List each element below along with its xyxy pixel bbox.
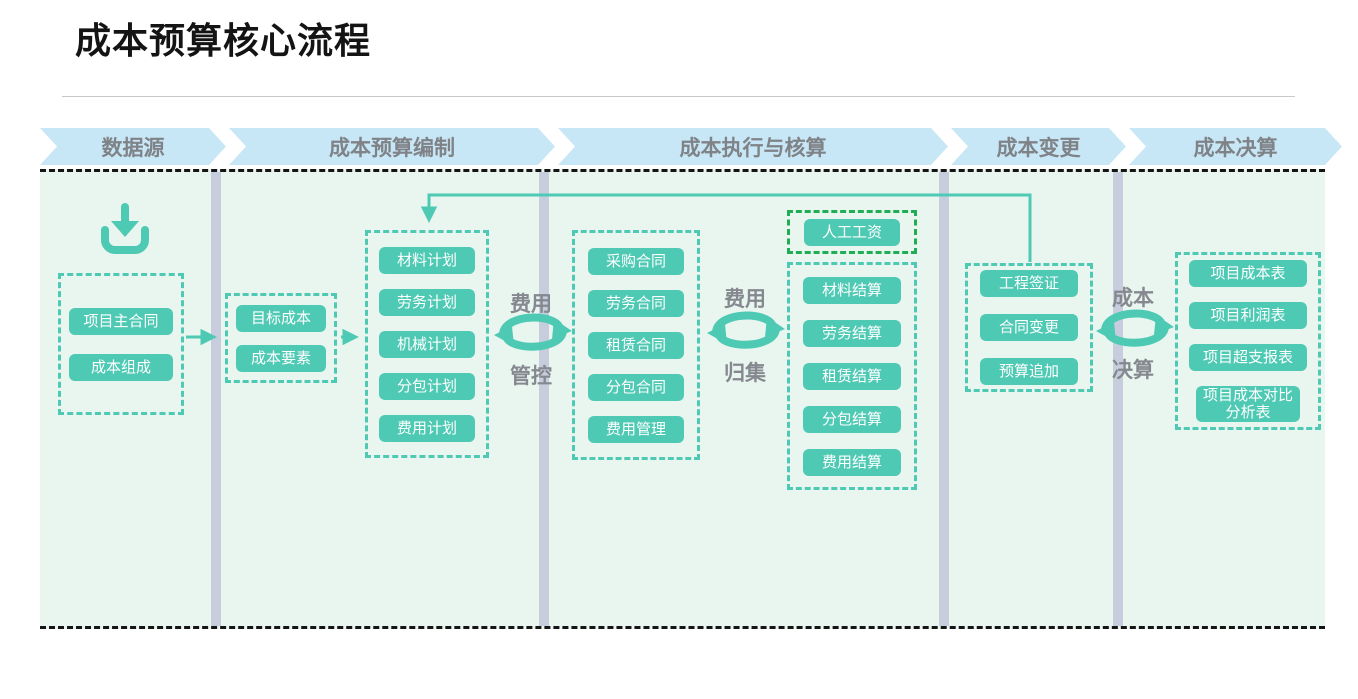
plan-group-box: 材料计划 劳务计划 机械计划 分包计划 费用计划 [365,230,489,458]
flow-node: 预算追加 [980,358,1078,385]
contract-group-box: 采购合同 劳务合同 租赁合同 分包合同 费用管理 [572,230,700,460]
phase-label: 成本决算 [1193,136,1278,160]
flow-node: 租赁合同 [588,331,684,359]
settlement-group-box: 材料结算 劳务结算 租赁结算 分包结算 费用结算 [787,262,917,490]
flow-node: 采购合同 [588,247,684,275]
cycle-final-top-label: 成本 [1112,287,1154,310]
source-group-box: 项目主合同 成本组成 [58,273,184,415]
flow-node: 租赁结算 [803,362,901,390]
phase-header-final-account: 成本决算 [1129,128,1342,165]
flow-node: 劳务结算 [803,319,901,347]
flow-node: 成本要素 [236,344,326,372]
flow-node: 劳务计划 [379,288,475,316]
flow-node: 劳务合同 [588,289,684,317]
target-cost-box: 目标成本 成本要素 [225,293,337,383]
phase-header-budget-prepare: 成本预算编制 [229,128,555,165]
flow-node: 项目成本对比分析表 [1196,386,1300,422]
flow-node: 人工工资 [804,218,900,246]
phase-label: 成本预算编制 [329,136,455,160]
flow-node: 费用计划 [379,414,475,442]
flow-node: 项目主合同 [69,307,173,335]
cycle-collect-top-label: 费用 [724,288,766,311]
lane-separator [939,172,949,626]
phase-label: 成本变更 [996,136,1081,160]
flow-node: 费用管理 [588,415,684,443]
flow-node: 项目成本表 [1189,260,1307,287]
flow-node: 机械计划 [379,330,475,358]
phase-label: 成本执行与核算 [679,136,827,160]
flow-node: 项目利润表 [1189,302,1307,329]
phase-header-cost-change: 成本变更 [951,128,1126,165]
phase-header-exec-accounting: 成本执行与核算 [558,128,948,165]
lane-separator [1113,172,1123,626]
flow-node: 成本组成 [69,353,173,381]
title-divider [62,96,1295,97]
flow-node: 材料结算 [803,276,901,304]
flow-node: 分包计划 [379,372,475,400]
flow-node: 费用结算 [803,448,901,476]
cycle-control-top-label: 费用 [510,293,552,316]
labor-wage-box: 人工工资 [787,210,917,254]
cycle-control-bottom-label: 管控 [510,365,552,388]
flow-node: 合同变更 [980,314,1078,341]
flow-node: 项目超支报表 [1189,344,1307,371]
phase-header-data-source: 数据源 [40,128,226,165]
flow-node: 分包合同 [588,373,684,401]
lane-separator [211,172,221,626]
change-group-box: 工程签证 合同变更 预算追加 [965,263,1093,392]
flow-node: 工程签证 [980,270,1078,297]
lane-separator [539,172,549,626]
flow-node: 材料计划 [379,246,475,274]
phase-label: 数据源 [101,136,165,160]
cycle-final-bottom-label: 决算 [1112,359,1154,382]
cycle-collect-bottom-label: 归集 [724,362,766,385]
page-title: 成本预算核心流程 [75,20,372,61]
flow-node: 目标成本 [236,304,326,332]
flow-node: 分包结算 [803,405,901,433]
report-group-box: 项目成本表 项目利润表 项目超支报表 项目成本对比分析表 [1175,252,1321,430]
